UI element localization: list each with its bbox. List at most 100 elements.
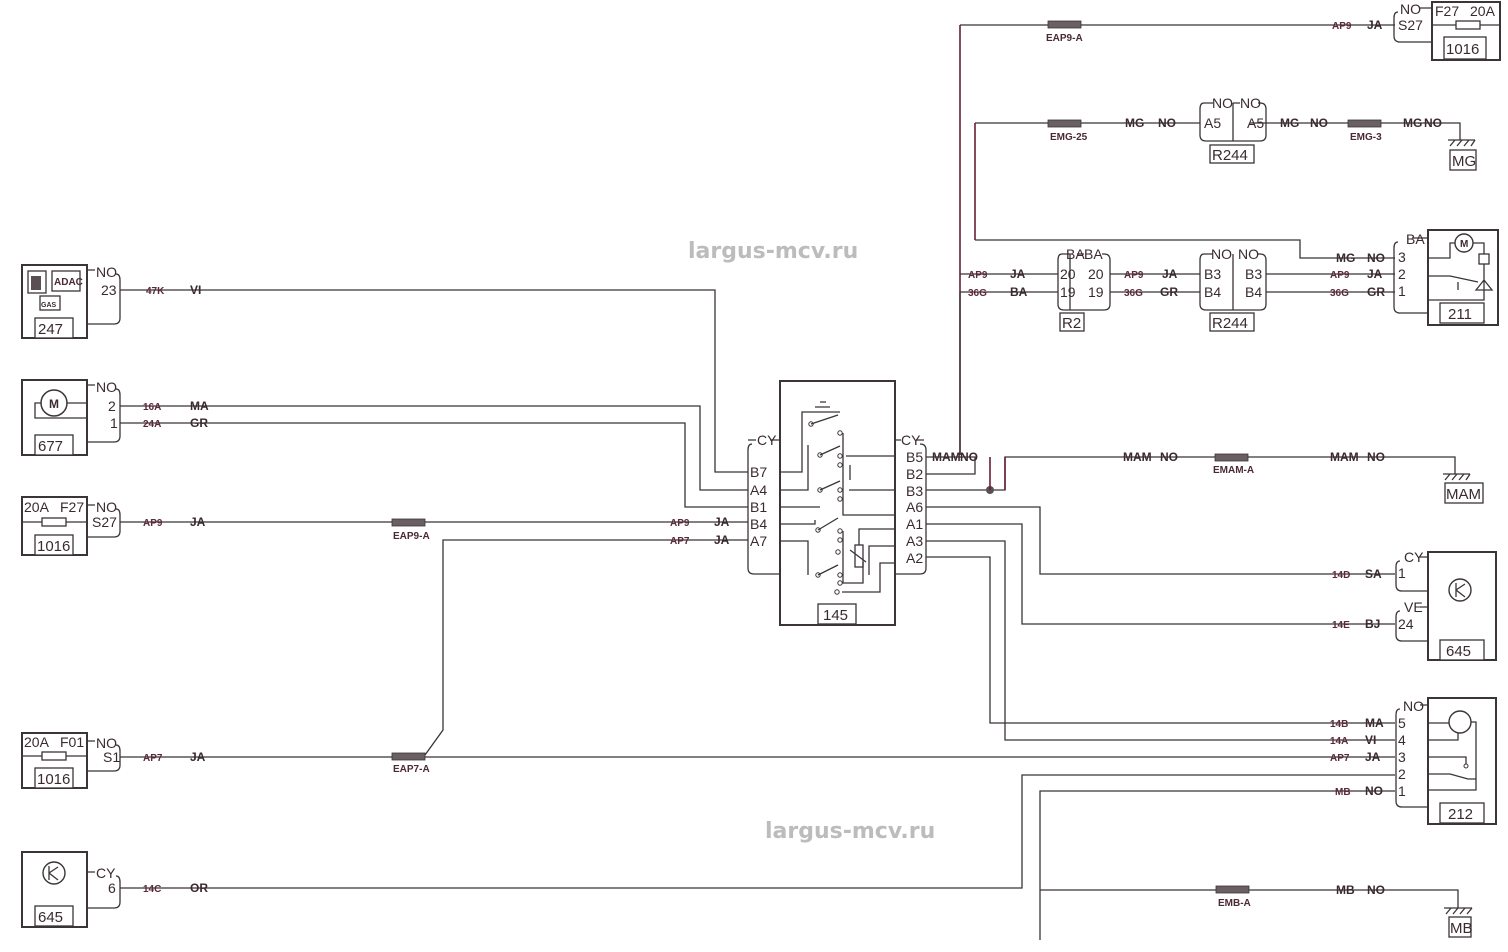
watermark: largus-mcv.ru (688, 239, 858, 264)
wire-code: 14C (143, 884, 161, 895)
wire-code: AP7 (143, 753, 163, 764)
pin-label: B4 (1204, 284, 1221, 300)
ground-label: MG (1452, 153, 1476, 170)
pin-label: A6 (906, 499, 923, 515)
wire-color: NO (1160, 450, 1178, 464)
component-id: 1016 (1446, 41, 1479, 58)
component-211: M 211 BA 3 2 1 (1393, 229, 1499, 326)
component-id: 247 (38, 321, 63, 338)
pin-label: S1 (103, 749, 120, 765)
wire-code: AP7 (1330, 753, 1350, 764)
sensor-icon (42, 861, 66, 885)
wire-code: AP9 (968, 270, 988, 281)
component-id: 677 (38, 438, 63, 455)
connector-color: NO (1400, 1, 1421, 17)
wire-code: AP9 (143, 518, 163, 529)
wire-code: 24A (143, 419, 161, 430)
connector-color: BA (1406, 231, 1425, 247)
pin-label: 19 (1088, 284, 1104, 300)
pin-label: 1 (110, 415, 118, 431)
connector-color: NO (1212, 95, 1233, 111)
pin-label: S27 (1398, 17, 1423, 33)
component-247: ADAC GAS 247 NO 23 (21, 264, 121, 339)
wire-color: VI (1365, 733, 1376, 747)
pin-label: 6 (108, 880, 116, 896)
connector-color: BA (1084, 246, 1103, 262)
wire-code: MB (1336, 883, 1355, 897)
wire-color: BJ (1365, 617, 1380, 631)
pin-label: 4 (1398, 732, 1406, 748)
fuse-rating: 20A (24, 499, 50, 515)
wire-color: OR (190, 881, 208, 895)
wire-color: GR (1367, 285, 1385, 299)
pin-label: 20 (1088, 266, 1104, 282)
pin-label: S27 (92, 514, 117, 530)
pin-label: 3 (1398, 749, 1406, 765)
splice-label: EAP7-A (393, 764, 430, 775)
connector-color: NO (96, 264, 117, 280)
sensor-icon (1448, 578, 1472, 602)
wire-color: JA (1367, 18, 1383, 32)
wire-code: 16A (143, 402, 161, 413)
wire-color: NO (1365, 784, 1383, 798)
fuse-icon (41, 517, 67, 527)
wire-code: 36G (1330, 288, 1349, 299)
wire-code: 14D (1332, 570, 1350, 581)
splice-label: EMAM-A (1213, 465, 1254, 476)
ground-mb: MB (1444, 902, 1473, 938)
pin-label: A1 (906, 516, 923, 532)
wire-color: NO (1158, 116, 1176, 130)
pin-label: B7 (750, 464, 767, 480)
splice-connector (1047, 119, 1082, 128)
splice-label: EAP9-A (1046, 33, 1083, 44)
connector-color: CY (1404, 549, 1424, 565)
wire-code: MG (1125, 116, 1144, 130)
ground-label: MB (1450, 920, 1473, 937)
pin-label: 23 (101, 282, 117, 298)
wire-code: MG (1280, 116, 1299, 130)
pin-label: 2 (108, 398, 116, 414)
fuse-id: F27 (1435, 3, 1459, 19)
pin-label: B2 (906, 466, 923, 482)
connector-color: CY (757, 432, 777, 448)
splice-label: EMG-3 (1350, 132, 1382, 143)
wire-code: AP9 (1332, 21, 1352, 32)
wire-color: NO (1424, 116, 1442, 130)
pin-label: 20 (1060, 266, 1076, 282)
wire-color: JA (1010, 267, 1026, 281)
adac-icon: ADAC (54, 277, 83, 288)
connector-color: NO (1211, 246, 1232, 262)
wire-color: JA (1162, 267, 1178, 281)
wire-code: 14A (1330, 736, 1348, 747)
wire-color: NO (1367, 251, 1385, 265)
connector-color: CY (901, 432, 921, 448)
pin-label: 3 (1398, 249, 1406, 265)
wire-color: GR (1160, 285, 1178, 299)
pin-label: A7 (750, 533, 767, 549)
component-id: 1016 (37, 538, 70, 555)
component-145: CY B7 A4 B1 B4 A7 CY B5 B2 B3 A6 A1 A3 A… (747, 380, 927, 626)
pin-label: A2 (906, 550, 923, 566)
fuse-icon (41, 751, 67, 761)
splice-connector (391, 518, 426, 527)
pin-label: 24 (1398, 616, 1414, 632)
motor-icon: M (49, 397, 59, 411)
wire-color: JA (1367, 267, 1383, 281)
wire-code: 14B (1330, 719, 1348, 730)
connector-color: VE (1404, 599, 1423, 615)
wire-code: AP9 (670, 518, 690, 529)
wire-color: GR (190, 416, 208, 430)
component-id: 212 (1448, 806, 1473, 823)
pin-label: A5 (1247, 115, 1264, 131)
wire-color: MA (190, 399, 209, 413)
wire-color: VI (190, 283, 201, 297)
component-1016-f27: 20A F27 1016 NO S27 (21, 496, 121, 556)
fuse-rating: 20A (1470, 3, 1496, 19)
component-1016-f01: 20A F01 1016 NO S1 (21, 732, 121, 789)
pin-label: B1 (750, 499, 767, 515)
component-r244-top: NO NO A5 A5 R244 (1199, 95, 1267, 164)
connector-color: CY (96, 865, 116, 881)
wire-color: JA (1365, 750, 1381, 764)
pin-label: 5 (1398, 715, 1406, 731)
wire-code: MAM (932, 450, 961, 464)
